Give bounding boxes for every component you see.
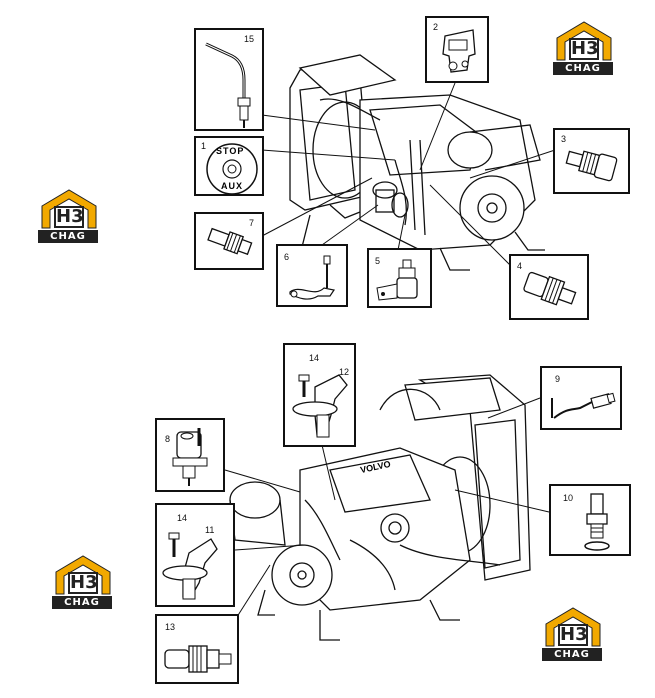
watermark-logo-top-right: H3 CHAG bbox=[553, 20, 615, 82]
part-9-box: 9 bbox=[540, 366, 622, 430]
part-4-pressure-sensor-icon bbox=[523, 271, 577, 306]
part-6-level-sensor-icon bbox=[289, 255, 335, 300]
part-10-label: 10 bbox=[563, 493, 574, 503]
aux-text: AUX bbox=[221, 181, 244, 191]
watermark-logo-left-bottom: H3 CHAG bbox=[52, 554, 114, 616]
brand-mark: H3 bbox=[569, 38, 599, 60]
part-11-14-box: 14 11 bbox=[155, 503, 235, 607]
part-12-14-box: 14 12 bbox=[283, 343, 356, 447]
part-2-map-sensor-icon bbox=[442, 29, 476, 73]
part-5-box: 5 bbox=[367, 248, 432, 308]
part-3-pressure-sensor-icon bbox=[565, 150, 618, 182]
part-12-label: 12 bbox=[339, 367, 350, 377]
part-1-box: 1 STOP AUX bbox=[194, 136, 264, 196]
part-8-box: 8 bbox=[155, 418, 225, 492]
part-8-label: 8 bbox=[165, 434, 171, 444]
part-8-sensor-icon bbox=[172, 428, 208, 486]
part-13-label: 13 bbox=[165, 622, 176, 632]
part-14-label-bottom: 14 bbox=[177, 513, 188, 523]
part-13-pressure-sensor-icon bbox=[164, 645, 232, 673]
part-2-box: 2 bbox=[425, 16, 489, 83]
part-11-label: 11 bbox=[205, 525, 215, 535]
part-10-box: 10 bbox=[549, 484, 631, 556]
part-2-label: 2 bbox=[433, 22, 439, 32]
house-roof-icon bbox=[556, 21, 612, 61]
part-6-label: 6 bbox=[284, 252, 290, 262]
part-7-sensor-icon bbox=[207, 227, 253, 256]
brand-mark: H3 bbox=[54, 206, 84, 228]
part-4-label: 4 bbox=[517, 261, 523, 271]
part-5-label: 5 bbox=[375, 256, 381, 266]
part-3-label: 3 bbox=[561, 134, 567, 144]
brand-text: CHAG bbox=[52, 596, 112, 609]
part-3-box: 3 bbox=[553, 128, 630, 194]
part-10-temperature-sensor-icon bbox=[584, 493, 610, 551]
watermark-logo-bottom-right: H3 CHAG bbox=[542, 606, 604, 668]
brand-text: CHAG bbox=[553, 62, 613, 75]
brand-text: CHAG bbox=[542, 648, 602, 661]
part-9-sensor-cable-icon bbox=[551, 392, 616, 419]
house-roof-icon bbox=[41, 189, 97, 229]
stop-text: STOP bbox=[216, 146, 245, 156]
part-5-switch-icon bbox=[376, 259, 418, 301]
part-7-label: 7 bbox=[249, 218, 255, 228]
brand-mark: H3 bbox=[68, 572, 98, 594]
house-roof-icon bbox=[55, 555, 111, 595]
part-1-label: 1 bbox=[201, 141, 207, 151]
watermark-logo-left-top: H3 CHAG bbox=[38, 188, 100, 250]
part-7-box: 7 bbox=[194, 212, 264, 270]
part-11-speed-sensor-icon bbox=[162, 532, 218, 600]
part-4-box: 4 bbox=[509, 254, 589, 320]
brand-text: CHAG bbox=[38, 230, 98, 243]
part-6-box: 6 bbox=[276, 244, 348, 307]
part-12-speed-sensor-icon bbox=[292, 374, 348, 438]
brand-mark: H3 bbox=[558, 624, 588, 646]
part-15-box: 15 bbox=[194, 28, 264, 131]
part-13-box: 13 bbox=[155, 614, 239, 684]
part-15-temperature-sensor-icon bbox=[205, 42, 251, 128]
stop-aux-knob-icon bbox=[206, 143, 258, 195]
part-14-label-top: 14 bbox=[309, 353, 320, 363]
part-9-label: 9 bbox=[555, 374, 561, 384]
part-15-label: 15 bbox=[244, 34, 255, 44]
house-roof-icon bbox=[545, 607, 601, 647]
